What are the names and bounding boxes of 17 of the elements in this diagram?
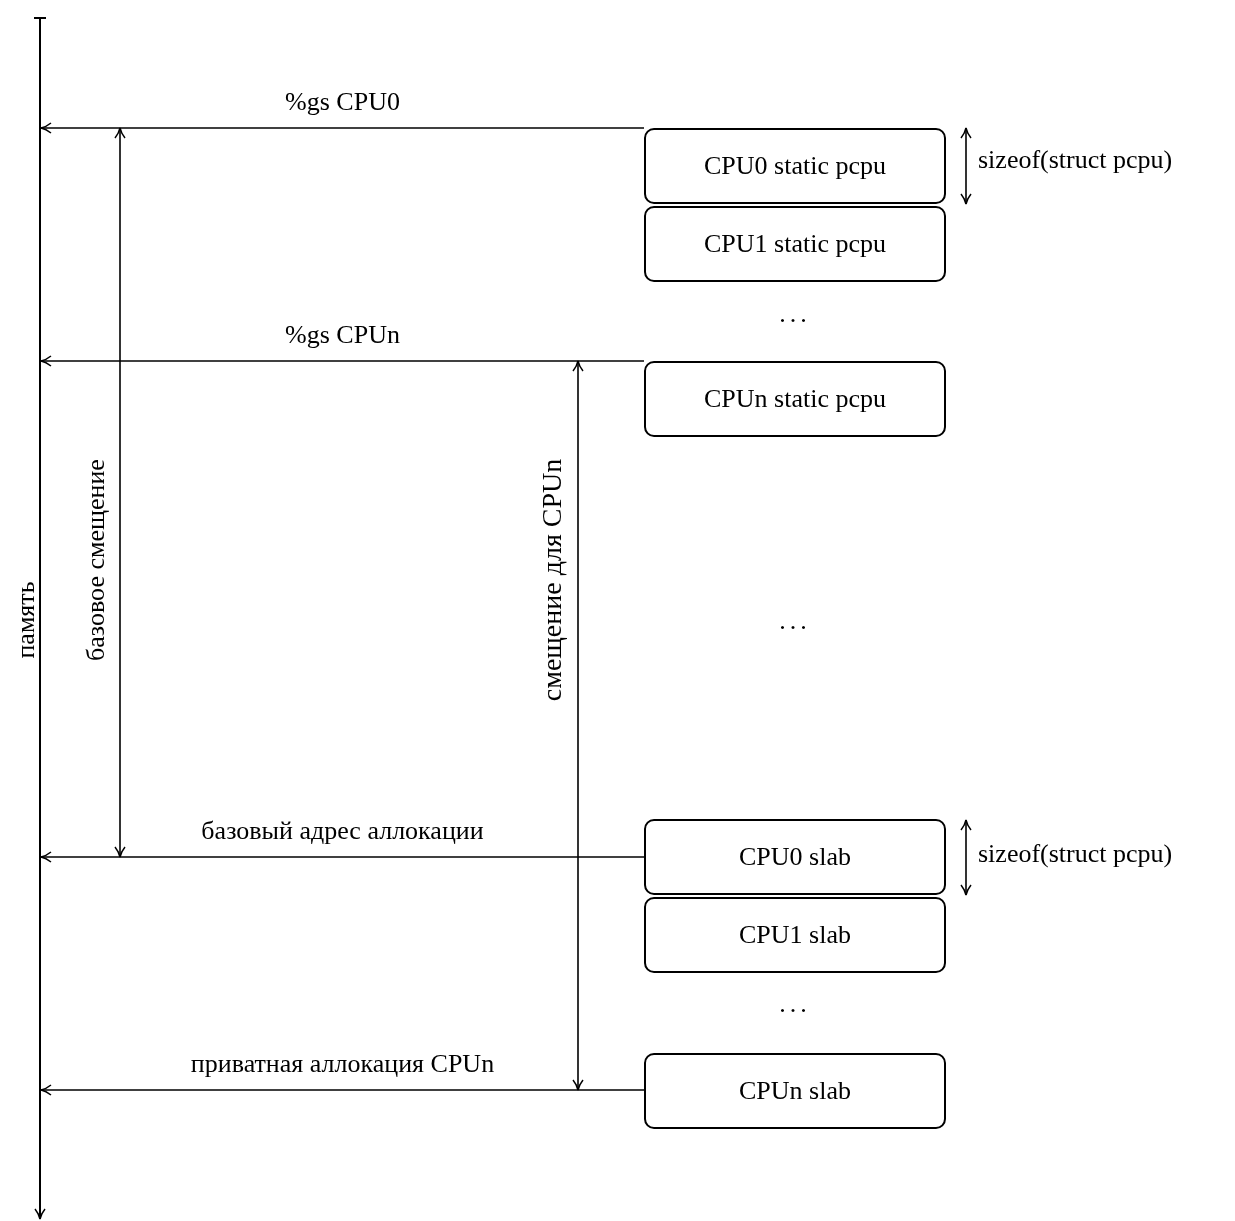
block-label: CPU0 static pcpu (704, 151, 886, 181)
axis-label: память (11, 581, 41, 659)
dimension-label: смещение для CPUn (536, 458, 568, 702)
memory-block (644, 819, 946, 895)
dimension-label: базовое смещение (81, 459, 111, 661)
block-label: CPUn static pcpu (704, 384, 886, 414)
memory-axis (33, 17, 47, 1220)
memory-block (644, 897, 946, 973)
block-label: CPUn slab (739, 1076, 851, 1106)
memory-block (644, 128, 946, 204)
memory-block (644, 361, 946, 437)
edge-label: базовый адрес аллокации (199, 817, 486, 846)
block-label: CPU1 static pcpu (704, 229, 886, 259)
memory-block (644, 206, 946, 282)
block-label: CPU1 slab (739, 920, 851, 950)
memory-block (644, 1053, 946, 1129)
block-label: CPU0 slab (739, 842, 851, 872)
